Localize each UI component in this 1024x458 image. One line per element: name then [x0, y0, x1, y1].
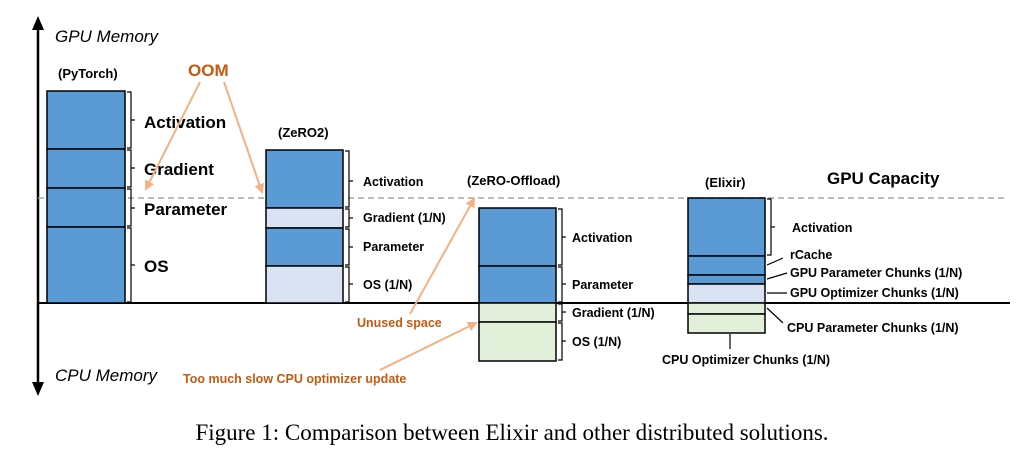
axis-down-arrow-icon — [32, 382, 44, 396]
slow-cpu-arrow — [379, 322, 478, 371]
oom-arrow-left — [145, 81, 201, 191]
elixir-rcache-block — [687, 255, 766, 276]
elixir-gpu-param-label: GPU Parameter Chunks (1/N) — [790, 266, 962, 280]
zero2-brackets — [345, 150, 353, 303]
oom-arrow-right — [223, 81, 265, 194]
zero2-parameter-label: Parameter — [363, 240, 424, 254]
cpu-memory-label: CPU Memory — [55, 366, 159, 385]
pytorch-gradient-label: Gradient — [144, 160, 214, 179]
zero-offload-stack — [478, 207, 557, 362]
pytorch-activation-block — [46, 90, 126, 150]
figure-caption: Figure 1: Comparison between Elixir and … — [195, 420, 829, 445]
elixir-activation-block — [687, 197, 766, 257]
pytorch-activation-label: Activation — [144, 113, 226, 132]
axis-up-arrow-icon — [32, 16, 44, 30]
zero-offload-activation-label: Activation — [572, 231, 632, 245]
pytorch-title: (PyTorch) — [58, 66, 118, 81]
elixir-gpu-opt-label: GPU Optimizer Chunks (1/N) — [790, 286, 959, 300]
zero2-os-label: OS (1/N) — [363, 278, 412, 292]
zero2-stack — [265, 149, 344, 304]
elixir-activation-label: Activation — [792, 221, 852, 235]
zero-offload-gradient-block — [478, 302, 557, 323]
elixir-rcache-label: rCache — [790, 248, 832, 262]
elixir-cpu-opt-block — [687, 313, 766, 334]
elixir-gpu-param-block — [687, 274, 766, 285]
zero2-activation-label: Activation — [363, 175, 423, 189]
oom-annotation: OOM — [188, 61, 229, 80]
zero-offload-os-block — [478, 321, 557, 362]
unused-space-arrow — [409, 197, 475, 315]
elixir-title: (Elixir) — [705, 175, 745, 190]
elixir-cpu-param-label: CPU Parameter Chunks (1/N) — [787, 321, 959, 335]
zero2-activation-block — [265, 149, 344, 209]
pytorch-parameter-block — [46, 187, 126, 228]
pytorch-stack — [46, 90, 126, 304]
zero-offload-activation-block — [478, 207, 557, 267]
zero-offload-brackets — [558, 208, 566, 361]
gpu-memory-label: GPU Memory — [55, 27, 159, 46]
zero2-title: (ZeRO2) — [278, 125, 329, 140]
zero2-gradient-label: Gradient (1/N) — [363, 211, 446, 225]
pytorch-brackets — [127, 91, 135, 303]
slow-cpu-annotation: Too much slow CPU optimizer update — [183, 372, 406, 386]
zero-offload-parameter-block — [478, 265, 557, 304]
pytorch-gradient-block — [46, 148, 126, 189]
pytorch-parameter-label: Parameter — [144, 200, 228, 219]
zero2-os-block — [265, 265, 344, 304]
unused-space-annotation: Unused space — [357, 316, 442, 330]
pytorch-os-block — [46, 226, 126, 304]
zero-offload-title: (ZeRO-Offload) — [467, 173, 560, 188]
elixir-cpu-opt-label: CPU Optimizer Chunks (1/N) — [662, 353, 830, 367]
elixir-stack — [687, 197, 766, 334]
elixir-gpu-opt-block — [687, 283, 766, 304]
zero2-parameter-block — [265, 227, 344, 267]
pytorch-os-label: OS — [144, 257, 169, 276]
elixir-cpu-param-block — [687, 302, 766, 315]
elixir-brackets — [729, 198, 788, 349]
zero-offload-gradient-label: Gradient (1/N) — [572, 306, 655, 320]
gpu-capacity-label: GPU Capacity — [827, 169, 940, 188]
zero-offload-parameter-label: Parameter — [572, 278, 633, 292]
zero-offload-os-label: OS (1/N) — [572, 335, 621, 349]
zero2-gradient-block — [265, 207, 344, 229]
